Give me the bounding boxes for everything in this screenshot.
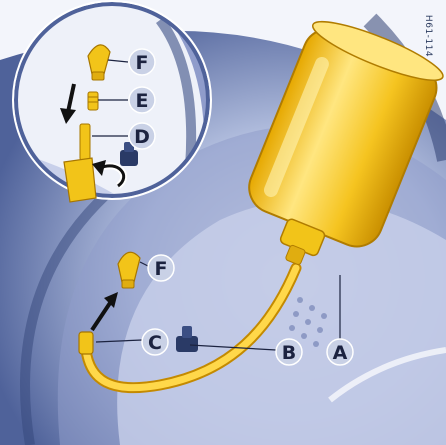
callout-f-main: F (148, 255, 174, 281)
figure-code-label: H61-114 (423, 15, 433, 57)
callout-e: E (129, 87, 155, 113)
callout-f-inset: F (129, 49, 155, 75)
figure-reference-code: H61-114 (418, 6, 438, 66)
callout-a-label: A (333, 342, 348, 364)
callout-b-label: B (282, 342, 296, 364)
callout-e-label: E (136, 90, 149, 112)
callout-c: C (142, 329, 168, 355)
callout-d: D (129, 123, 155, 149)
callout-c-label: C (148, 332, 162, 354)
callout-d-label: D (134, 126, 150, 148)
callout-f-main-label: F (155, 258, 168, 280)
callout-a: A (327, 339, 353, 365)
callout-b: B (276, 339, 302, 365)
valve-core-inset (88, 92, 98, 110)
callout-f-inset-label: F (136, 52, 149, 74)
hose-fitting (79, 332, 93, 354)
